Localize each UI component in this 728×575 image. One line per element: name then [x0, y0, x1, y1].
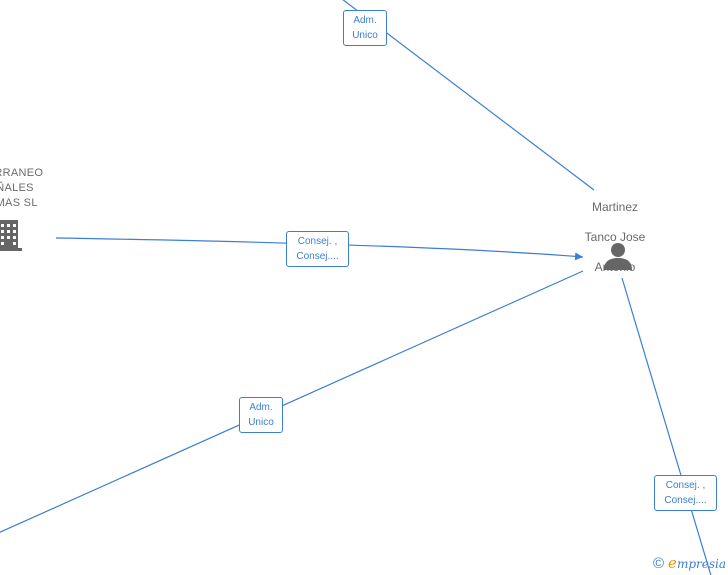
person-node-label[interactable]: Martinez Tanco Jose Antonio — [570, 185, 660, 290]
copyright-icon: © — [652, 554, 665, 572]
company-label-line-2: ÑALES — [0, 182, 34, 194]
company-label-line-1: ERRANEO — [0, 167, 44, 179]
edge-label-left-line-1: Consej. , — [297, 236, 338, 247]
edge-label-top-line-2: Unico — [352, 30, 378, 41]
edge-label-top[interactable]: Adm. Unico — [343, 10, 387, 46]
brand-initial: e — [668, 554, 677, 572]
edge-line-bottom-right — [621, 277, 712, 575]
edge-label-bottom-left[interactable]: Adm. Unico — [239, 397, 283, 433]
brand-logo: empresia — [668, 554, 726, 572]
edge-line-bottom-left — [0, 270, 584, 533]
person-label-line-1: Martinez — [591, 200, 638, 214]
edge-label-bottom-right-line-1: Consej. , — [665, 480, 706, 491]
brand-rest: mpresia — [676, 557, 726, 571]
edge-label-left-line-2: Consej.... — [296, 251, 339, 262]
company-node-label[interactable]: ERRANEO ÑALES IMAS SL — [0, 166, 60, 211]
empresia-watermark: © empresia — [653, 554, 726, 572]
edge-line-left — [55, 237, 584, 261]
building-icon[interactable] — [0, 218, 24, 252]
company-label-line-3: IMAS SL — [0, 197, 38, 209]
person-icon[interactable] — [602, 240, 634, 272]
edge-label-bottom-left-line-2: Unico — [248, 417, 274, 428]
edge-label-bottom-right-line-2: Consej.... — [664, 495, 707, 506]
edge-label-top-line-1: Adm. — [353, 15, 377, 26]
edge-label-bottom-right[interactable]: Consej. , Consej.... — [654, 475, 717, 511]
person-label-line-2: Tanco Jose — [584, 230, 646, 244]
edge-label-left[interactable]: Consej. , Consej.... — [286, 231, 349, 267]
edge-label-bottom-left-line-1: Adm. — [249, 402, 273, 413]
